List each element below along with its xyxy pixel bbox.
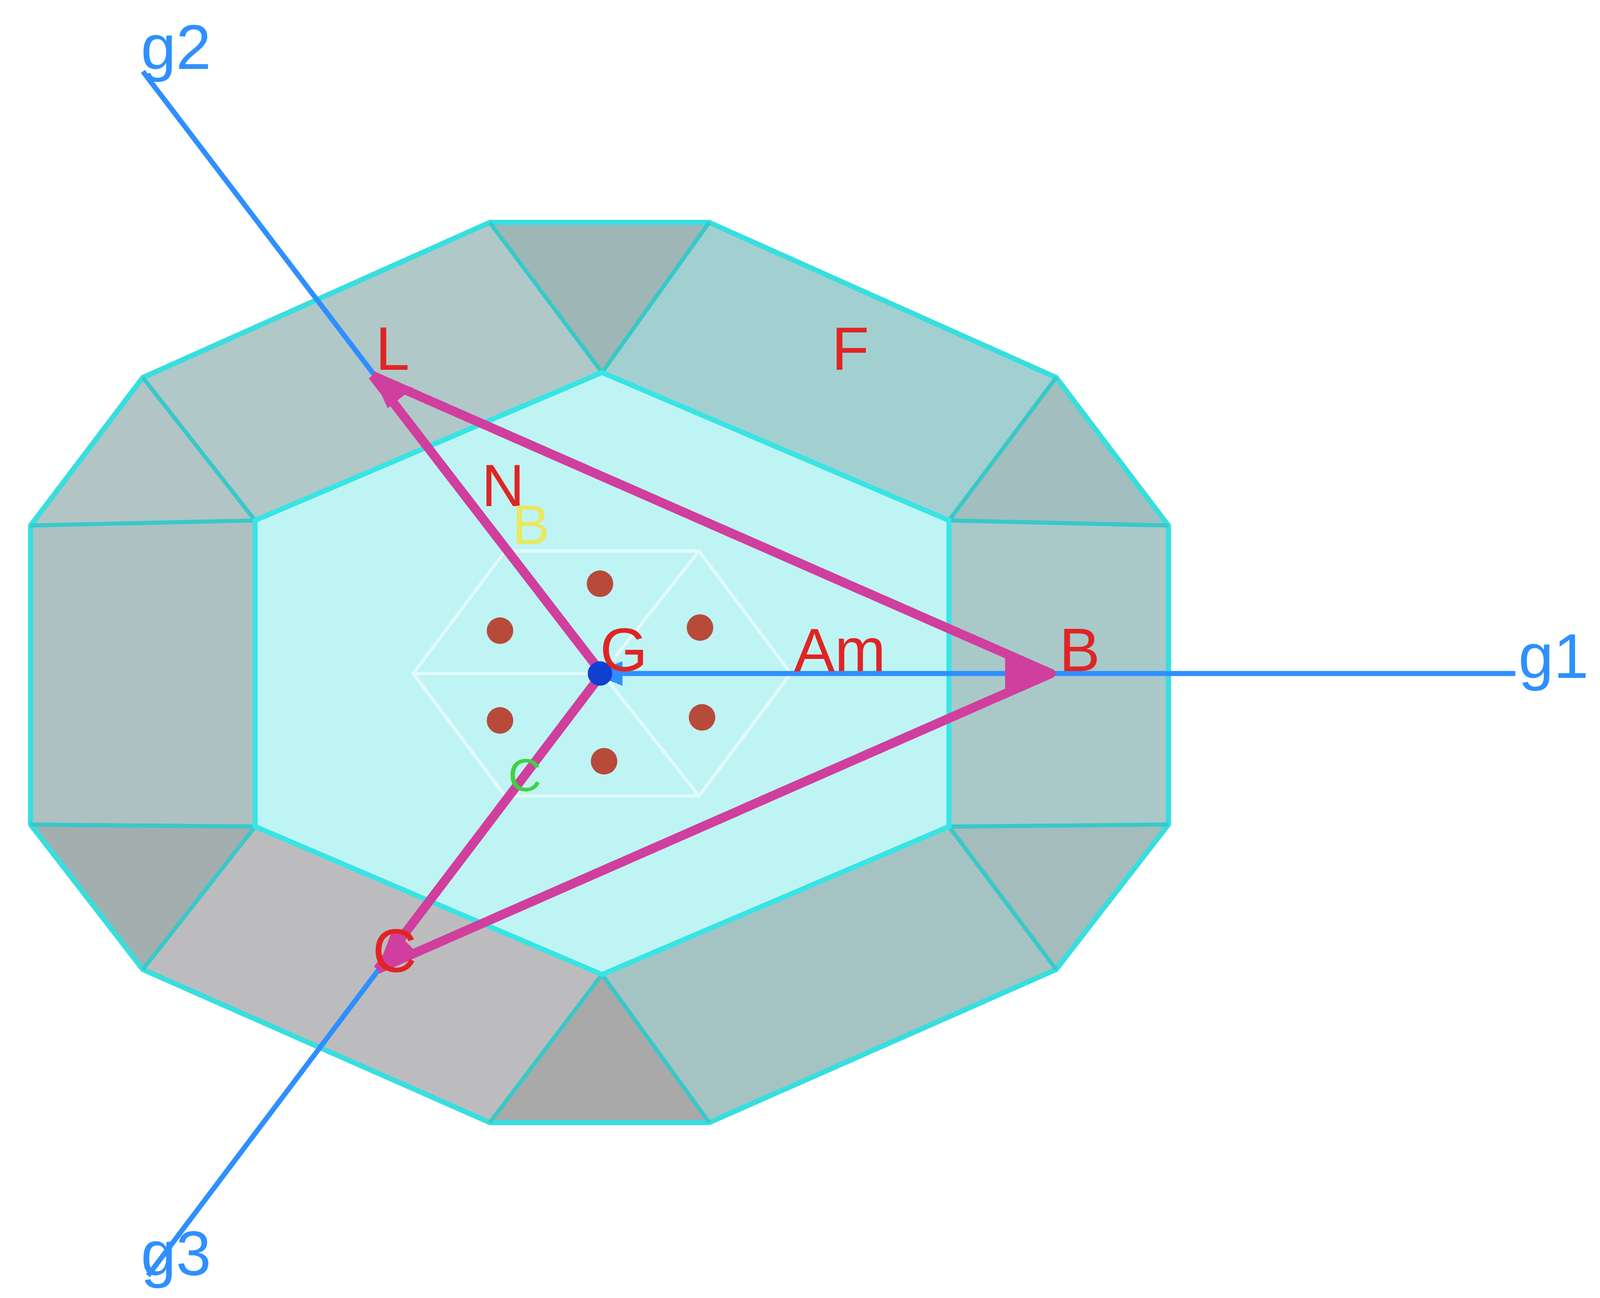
atom-dots	[486, 570, 716, 775]
point-label: g2	[140, 15, 212, 79]
arrow-head	[1005, 657, 1052, 689]
point-label: C	[372, 920, 417, 982]
hexagonal-face	[255, 372, 949, 975]
k-path	[372, 375, 1052, 970]
face	[948, 824, 1169, 970]
point-label: G	[600, 619, 648, 681]
point-label: Am	[793, 619, 886, 681]
face	[30, 520, 256, 827]
face	[30, 377, 256, 526]
point-label: g1	[1518, 624, 1589, 688]
arrow-head	[372, 375, 414, 409]
reciprocal-axis	[142, 71, 1516, 1276]
point-label: g3	[140, 1221, 212, 1285]
face	[30, 824, 256, 970]
point-label: L	[375, 318, 410, 380]
point-label: B	[512, 496, 550, 554]
face	[489, 222, 710, 373]
face	[948, 377, 1169, 526]
face	[489, 974, 710, 1123]
point-label: F	[831, 318, 869, 380]
point-label: B	[1059, 619, 1100, 681]
point-label: C	[507, 751, 541, 799]
